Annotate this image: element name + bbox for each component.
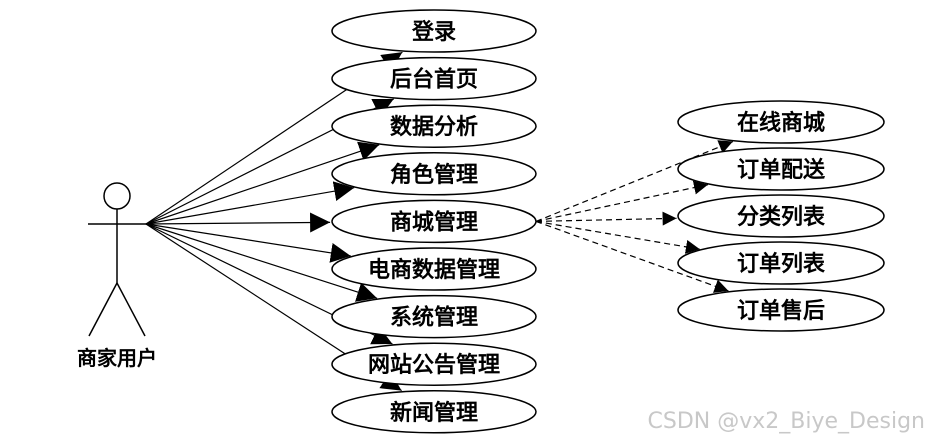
use-case-announcements (331, 342, 537, 386)
sub-use-case-label-order-delivery: 订单配送 (737, 157, 825, 183)
sub-use-case-category-list (677, 194, 885, 238)
use-case-label-login: 登录 (411, 19, 456, 45)
actor-head (103, 182, 131, 210)
actor-left-leg (88, 282, 118, 337)
use-case-ecommerce-data (331, 247, 537, 291)
use-case-label-announcements: 网站公告管理 (368, 352, 500, 378)
use-case-login (331, 9, 537, 53)
sub-use-case-label-after-sales: 订单售后 (737, 298, 825, 324)
use-case-label-news: 新闻管理 (390, 400, 478, 426)
use-case-mall (331, 199, 537, 244)
use-case-label-ecommerce-data: 电商数据管理 (368, 257, 500, 283)
association-analytics (145, 141, 380, 225)
sub-use-case-online-mall (677, 100, 885, 144)
use-case-home (331, 56, 537, 101)
include-category-list (535, 211, 677, 226)
use-case-news (331, 390, 537, 434)
actor-figure (88, 182, 146, 337)
sub-use-case-label-category-list: 分类列表 (737, 204, 826, 230)
use-case-label-roles: 角色管理 (390, 162, 478, 188)
use-case-system (331, 294, 537, 339)
association-ecommerce-data (145, 223, 351, 263)
include-order-list (535, 220, 700, 254)
include-online-mall (535, 140, 734, 222)
sub-use-case-label-online-mall: 在线商城 (737, 110, 825, 136)
actor-label: 商家用户 (77, 346, 157, 370)
sub-use-case-label-order-list: 订单列表 (737, 251, 826, 277)
use-case-label-mall: 商城管理 (390, 209, 478, 235)
association-roles (145, 181, 355, 225)
actor-right-leg (116, 282, 146, 337)
use-case-label-system: 系统管理 (390, 305, 478, 331)
use-case-analytics (331, 104, 537, 148)
include-lines (535, 140, 734, 293)
use-case-label-analytics: 数据分析 (390, 114, 478, 140)
use-case-roles (331, 152, 537, 196)
association-system (145, 223, 378, 302)
watermark: CSDN @vx2_Biye_Design (648, 409, 925, 434)
use-case-label-home: 后台首页 (390, 67, 478, 93)
association-mall (145, 212, 331, 233)
sub-use-case-order-list (677, 241, 885, 285)
sub-use-case-after-sales (677, 288, 885, 332)
sub-use-case-order-delivery (677, 147, 885, 191)
include-after-sales (535, 220, 729, 293)
